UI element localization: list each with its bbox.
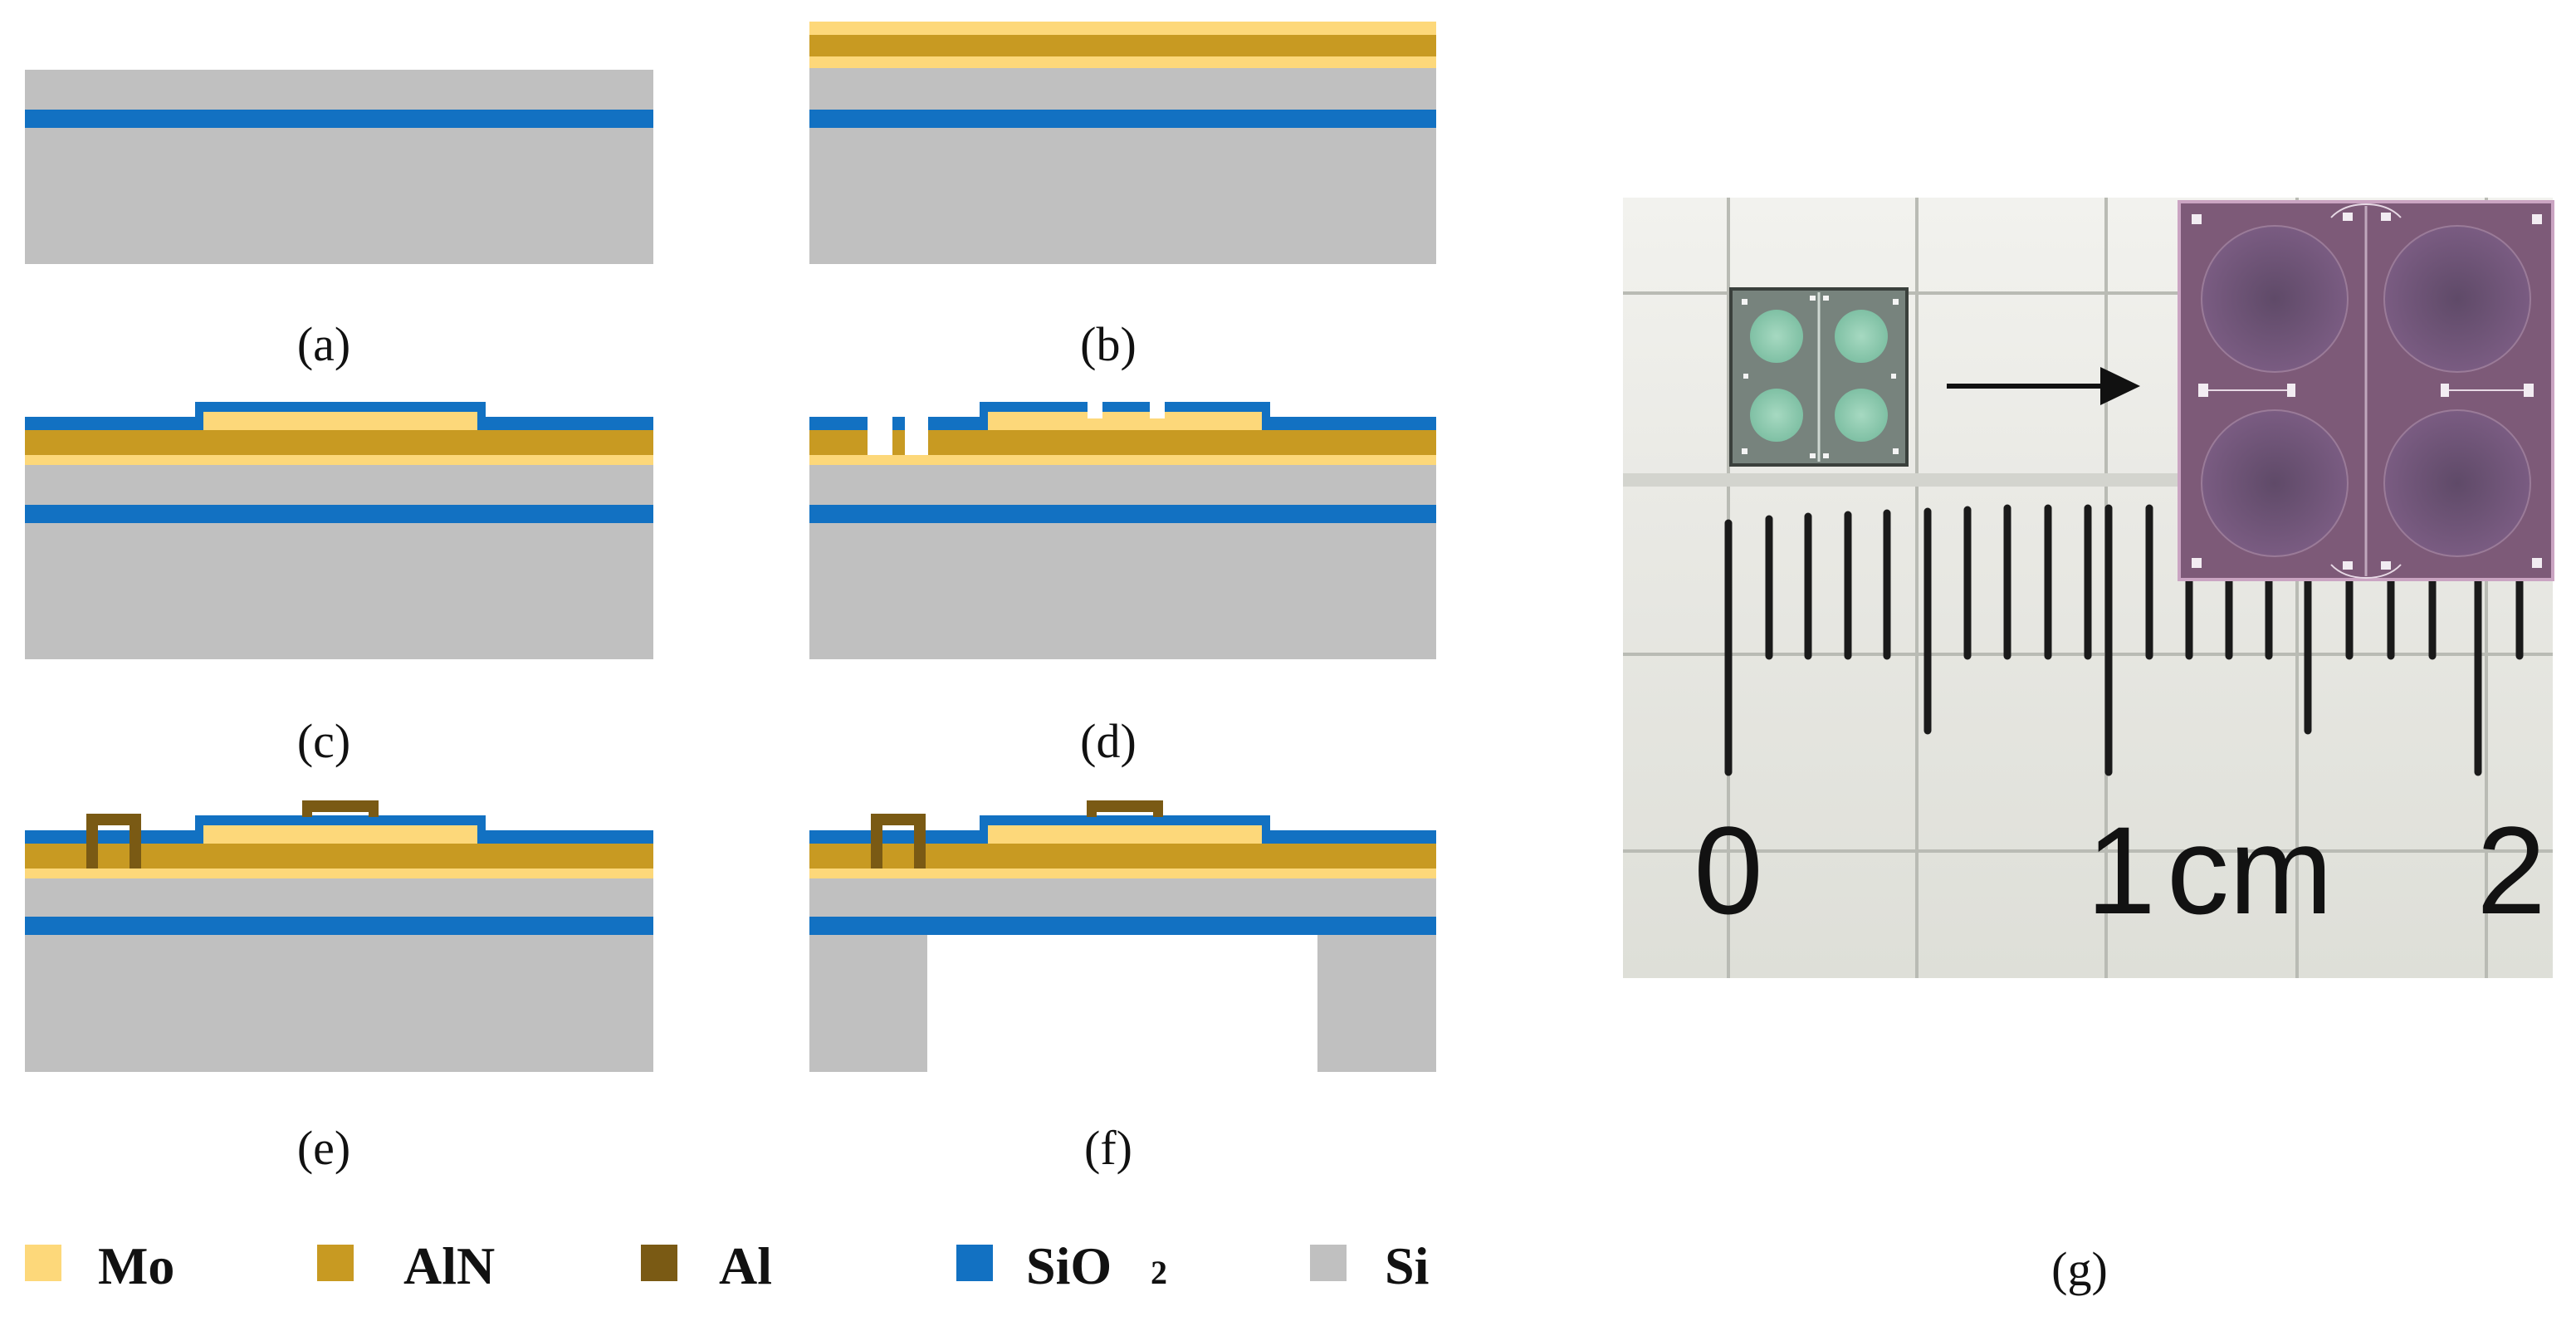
chip-traces-large <box>2208 203 2528 580</box>
legend: Mo AlN Al SiO 2 Si <box>25 1236 1429 1295</box>
si-substrate <box>809 878 1436 917</box>
via-opening <box>868 415 892 455</box>
panel-g-photo: 0 1 cm 2 <box>1623 198 2554 978</box>
mo-layer <box>25 455 653 465</box>
panel-b <box>809 22 1436 264</box>
si-substrate-left <box>809 935 927 1072</box>
caption-e: (e) <box>297 1121 350 1175</box>
chip-membrane <box>1835 310 1888 363</box>
sio2-layer <box>809 110 1436 128</box>
legend-label-aln: AlN <box>403 1236 495 1295</box>
mo-layer <box>809 56 1436 68</box>
caption-a: (a) <box>297 317 350 371</box>
ruler-label-0: 0 <box>1694 800 1762 940</box>
chip-pads-large <box>2192 213 2542 570</box>
chip-membrane-large <box>2383 225 2531 373</box>
mo-top-electrode <box>988 825 1262 844</box>
si-substrate <box>809 523 1436 659</box>
sio2-layer <box>25 917 653 935</box>
chip-membrane <box>1750 389 1803 442</box>
ruler-label-1: 1 <box>2086 800 2155 940</box>
caption-b: (b) <box>1080 317 1136 371</box>
sio2-layer <box>25 110 653 128</box>
aln-layer <box>809 844 1436 869</box>
aln-layer <box>25 430 653 455</box>
ruler-label-2: 2 <box>2476 800 2545 940</box>
caption-c: (c) <box>297 714 350 768</box>
via-opening <box>1088 399 1102 418</box>
mo-layer <box>809 22 1436 35</box>
legend-label-sio2-subscript: 2 <box>1151 1254 1167 1291</box>
legend-swatch-mo <box>25 1245 61 1281</box>
legend-item-aln: AlN <box>317 1236 495 1295</box>
legend-item-mo: Mo <box>25 1236 174 1295</box>
chip-pads <box>1742 296 1899 458</box>
mo-top-electrode <box>203 825 477 844</box>
legend-swatch-aln <box>317 1245 354 1281</box>
ruler-label-cm: cm <box>2167 800 2333 940</box>
mo-layer <box>25 869 653 878</box>
mo-layer <box>809 869 1436 878</box>
legend-label-mo: Mo <box>98 1236 174 1295</box>
aln-layer <box>809 35 1436 56</box>
si-substrate <box>809 465 1436 505</box>
legend-item-si: Si <box>1310 1236 1429 1295</box>
legend-item-al: Al <box>641 1236 772 1295</box>
panel-d <box>809 399 1436 659</box>
caption-d: (d) <box>1080 714 1136 768</box>
panel-f <box>809 800 1436 1072</box>
legend-swatch-sio2 <box>956 1245 993 1281</box>
legend-label-al: Al <box>719 1236 772 1295</box>
mo-top-electrode <box>203 412 477 430</box>
aln-layer <box>809 430 1436 455</box>
si-substrate-right <box>1317 935 1436 1072</box>
si-substrate <box>25 878 653 917</box>
aln-layer <box>25 844 653 869</box>
si-substrate <box>809 68 1436 110</box>
ruler-ticks <box>1724 504 2524 776</box>
si-substrate <box>25 70 653 110</box>
legend-swatch-si <box>1310 1245 1347 1281</box>
legend-label-si: Si <box>1385 1236 1429 1295</box>
si-substrate <box>25 128 653 264</box>
panel-a <box>25 70 653 264</box>
chip-membrane-large <box>2383 409 2531 557</box>
legend-item-sio2: SiO 2 <box>956 1236 1167 1295</box>
small-chip <box>1729 287 1909 467</box>
si-substrate <box>25 523 653 659</box>
si-substrate <box>25 935 653 1072</box>
al-top-contact <box>302 800 379 817</box>
al-top-contact <box>1087 800 1163 817</box>
panel-c <box>25 402 653 659</box>
caption-f: (f) <box>1084 1121 1132 1175</box>
arrow <box>1947 367 2140 405</box>
enlarged-chip <box>2178 200 2554 581</box>
legend-swatch-al <box>641 1245 677 1281</box>
sio2-layer <box>25 505 653 523</box>
si-substrate <box>809 128 1436 264</box>
chip-membrane <box>1750 310 1803 363</box>
panel-e <box>25 800 653 1072</box>
legend-label-sio2: SiO <box>1026 1236 1112 1295</box>
mo-top-electrode <box>988 412 1262 430</box>
al-bottom-contact <box>86 814 141 869</box>
al-bottom-contact <box>871 814 926 869</box>
mo-layer <box>809 455 1436 465</box>
sio2-layer <box>809 917 1436 935</box>
chip-membrane-large <box>2201 409 2349 557</box>
caption-g: (g) <box>2051 1242 2108 1296</box>
via-opening <box>1150 399 1165 418</box>
sio2-layer <box>809 505 1436 523</box>
chip-membrane <box>1835 389 1888 442</box>
si-substrate <box>25 465 653 505</box>
via-opening <box>905 415 928 455</box>
chip-membrane-large <box>2201 225 2349 373</box>
